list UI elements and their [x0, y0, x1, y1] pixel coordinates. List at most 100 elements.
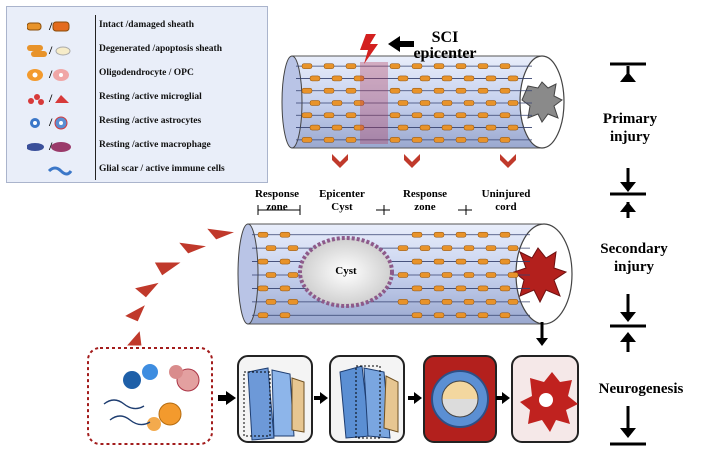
myelin-sheath — [463, 124, 475, 131]
sheath-icon — [27, 21, 70, 32]
legend-label: Glial scar / active immune cells — [99, 164, 225, 174]
grey-matter-shape — [521, 81, 563, 123]
legend-separator: / — [49, 139, 53, 153]
legend-row: Glial scar / active immune cells — [7, 161, 269, 183]
myelin-sheath — [499, 258, 511, 265]
myelin-sheath — [463, 245, 475, 251]
legend-label: Resting /active astrocytes — [99, 116, 202, 126]
legend-row: /Oligodendrocyte / OPC — [7, 65, 269, 87]
myelin-sheath — [397, 75, 409, 82]
myelin-sheath — [463, 75, 475, 82]
myelin-sheath — [507, 124, 519, 131]
downward-chevrons — [332, 154, 516, 168]
myelin-sheath — [485, 124, 497, 131]
myelin-sheath — [441, 124, 453, 131]
myelin-sheath — [309, 75, 321, 82]
myelin-sheath — [455, 258, 467, 265]
myelin-sheath — [301, 87, 313, 94]
left-arrows — [218, 391, 510, 405]
lightning-icon — [360, 34, 378, 64]
myelin-sheath — [433, 231, 445, 238]
myelin-sheath — [411, 258, 423, 265]
myelin-sheath — [397, 299, 409, 305]
myelin-sheath — [433, 63, 445, 69]
myelin-sheath — [389, 112, 401, 119]
legend-row: /Degenerated /apoptosis sheath — [7, 41, 269, 63]
myelin-sheath — [389, 137, 401, 143]
neurogenesis-panels — [87, 347, 579, 445]
myelin-sheath — [331, 100, 343, 106]
myelin-sheath — [345, 137, 357, 143]
myelin-sheath — [507, 100, 519, 106]
legend-row: /Resting /active macrophage — [7, 137, 269, 159]
legend-separator: / — [49, 43, 53, 57]
myelin-sheath — [397, 100, 409, 106]
myelin-sheath — [301, 137, 313, 143]
myelin-sheath — [279, 231, 291, 238]
myelin-sheath — [441, 272, 453, 278]
myelin-sheath — [499, 137, 511, 143]
injury-epicenter-zone — [360, 62, 388, 144]
myelin-sheath — [433, 112, 445, 119]
cyst-label: Cyst — [335, 265, 357, 277]
myelin-sheath — [507, 245, 519, 251]
myelin-sheath — [455, 63, 467, 69]
myelin-sheath — [257, 231, 269, 238]
myelin-sheath — [477, 231, 489, 238]
myelin-sheath — [433, 285, 445, 292]
epicenter-cyst-label: Epicenter Cyst — [319, 188, 365, 213]
legend-separator: / — [49, 91, 53, 105]
myelin-sheath — [441, 100, 453, 106]
myelin-sheath — [477, 285, 489, 292]
myelin-sheath — [397, 124, 409, 131]
myelin-sheath — [257, 258, 269, 265]
myelin-sheath — [455, 231, 467, 238]
myelin-sheath — [323, 137, 335, 143]
myelin-sheath — [463, 100, 475, 106]
myelin-sheath — [265, 299, 277, 305]
myelin-sheath — [353, 75, 365, 82]
myelin-sheath — [477, 63, 489, 69]
myelin-sheath — [265, 272, 277, 278]
myelin-sheath — [485, 100, 497, 106]
myelin-sheath — [499, 63, 511, 69]
myelin-sheath — [279, 312, 291, 319]
myelin-sheath — [499, 312, 511, 319]
myelin-sheath — [455, 137, 467, 143]
myelin-sheath — [441, 299, 453, 305]
myelin-sheath — [419, 272, 431, 278]
microglia-icon — [28, 94, 69, 105]
myelin-sheath — [323, 63, 335, 69]
myelin-sheath — [507, 299, 519, 305]
myelin-sheath — [353, 124, 365, 131]
myelin-sheath — [331, 75, 343, 82]
legend-label: Intact /damaged sheath — [99, 20, 195, 30]
myelin-sheath — [477, 112, 489, 119]
macrophage-icon — [27, 142, 71, 152]
secondary-injury-label: Secondary injury — [600, 241, 668, 275]
myelin-sheath — [499, 285, 511, 292]
myelin-sheath — [323, 87, 335, 94]
stage-arrowheads — [620, 72, 636, 438]
primary-cord — [281, 55, 565, 149]
degenerated-sheath-icon — [27, 45, 71, 57]
legend-label: Oligodendrocyte / OPC — [99, 68, 194, 78]
myelin-sheath — [301, 63, 313, 69]
legend-separator: / — [49, 19, 53, 33]
myelin-sheath — [507, 75, 519, 82]
uninjured-cord-label: Uninjured cord — [481, 188, 531, 213]
legend-separator: / — [49, 115, 53, 129]
myelin-sheath — [309, 124, 321, 131]
myelin-sheath — [411, 63, 423, 69]
myelin-sheath — [331, 124, 343, 131]
response-zone-left-label: Response zone — [254, 188, 299, 213]
myelin-sheath — [485, 299, 497, 305]
legend-row: / Resting /active astrocytes — [7, 113, 269, 135]
myelin-sheath — [411, 87, 423, 94]
myelin-sheath — [477, 258, 489, 265]
myelin-sheath — [419, 100, 431, 106]
myelin-sheath — [309, 100, 321, 106]
myelin-sheath — [507, 272, 519, 278]
myelin-sheath — [389, 87, 401, 94]
